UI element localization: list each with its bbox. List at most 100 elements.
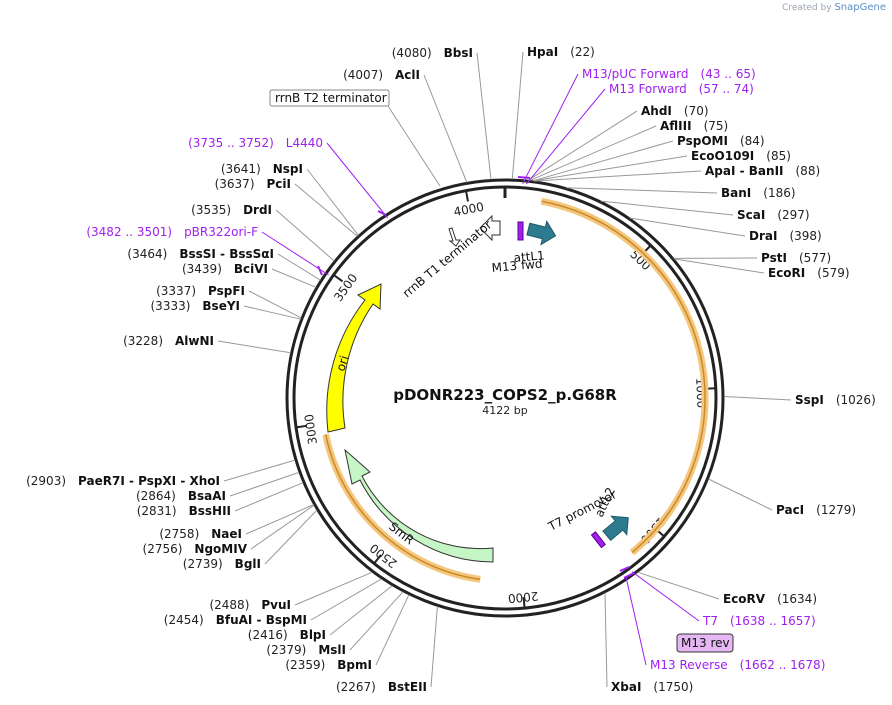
- site-text-hpai: HpaI(22): [527, 45, 595, 59]
- site-pos-bcivi: (3439): [182, 262, 222, 276]
- site-text-msli: (2379)MslI: [266, 643, 346, 657]
- site-name-pcii: PciI: [267, 177, 292, 191]
- site-text-ecori: EcoRI(579): [768, 266, 850, 280]
- site-name-bsteii: BstEII: [388, 680, 427, 694]
- site-name-psti: PstI: [761, 251, 787, 265]
- primer-label-l4440: (3735 .. 3752)L4440: [188, 136, 388, 219]
- site-name-afliii: AflIII: [660, 119, 692, 133]
- site-label-sspi: SspI (1026): [723, 393, 876, 407]
- insert-line-arc: [541, 200, 706, 554]
- attL2-feature-arrow: [602, 515, 629, 542]
- site-text-psti: PstI(577): [761, 251, 831, 265]
- site-pos-paci: (1279): [816, 503, 856, 517]
- site-label-nspi: (3641)NspI: [221, 162, 359, 236]
- site-text-drai: DraI(398): [749, 229, 822, 243]
- site-pos-bsssi-bsss-i: (3464): [127, 247, 167, 261]
- backbone-outer: [285, 178, 725, 618]
- site-pos-afliii: (75): [704, 119, 729, 133]
- primer-label-m13-forward: M13 Forward(57 .. 74): [525, 82, 754, 185]
- primer-mark-t7: [619, 566, 630, 572]
- site-text-ecoo109i: EcoO109I(85): [691, 149, 791, 163]
- leader-line-t7: [631, 571, 700, 622]
- site-text-acli: (4007)AclI: [343, 68, 420, 82]
- site-name-bpmi: BpmI: [337, 658, 372, 672]
- site-pos-naei: (2758): [159, 527, 199, 541]
- site-pos-bani: (186): [763, 186, 795, 200]
- smr-feature-arrow: [344, 448, 494, 563]
- site-name-bseyi: BseYI: [202, 299, 240, 313]
- attL1-label: attL1: [513, 248, 545, 265]
- site-text-paer7i-pspxi-xhoi: (2903)PaeR7I - PspXI - XhoI: [26, 474, 220, 488]
- site-pos-pcii: (3637): [215, 177, 255, 191]
- site-text-ahdi: AhdI(70): [641, 104, 709, 118]
- site-label-scai: ScaI (297): [600, 200, 810, 222]
- site-name-bbsi: BbsI: [444, 46, 473, 60]
- leader-line-l4440: [326, 142, 388, 219]
- plasmid-size: 4122 bp: [482, 404, 527, 417]
- site-label-bsshii: (2831) BssHII: [137, 482, 304, 518]
- site-text-bgli: (2739)BglI: [183, 557, 261, 571]
- leader-line-hpai: [511, 51, 524, 180]
- site-pos-pbr322ori-f: (3482 .. 3501): [86, 225, 172, 239]
- m13-rev-box: M13 rev: [676, 633, 734, 653]
- site-name-bsssi-bsss-i: BssSI - BssSαI: [179, 247, 274, 261]
- site-name-ecorv: EcoRV: [723, 592, 766, 606]
- site-pos-bsshii: (2831): [137, 504, 177, 518]
- site-text-m13-forward: M13 Forward(57 .. 74): [609, 82, 754, 96]
- attL1-feature-arrow: [526, 220, 557, 246]
- site-label-pcii: (3637) PciI: [215, 177, 358, 237]
- site-label-bseyi: (3333) BseYI: [151, 299, 301, 320]
- site-name-paci: PacI: [776, 503, 804, 517]
- leader-line-bfuai-bspmi: [310, 578, 382, 621]
- leader-line-sspi: [723, 396, 792, 401]
- leader-line-bsssi-bsss-i: [277, 253, 321, 281]
- primer-label-pbr322ori-f: (3482 .. 3501)pBR322ori-F: [86, 225, 329, 276]
- site-text-ngomiv: (2756)NgoMIV: [143, 542, 248, 556]
- site-name-scai: ScaI: [737, 208, 765, 222]
- site-name-apai-banii: ApaI - BanII: [705, 164, 784, 178]
- site-name-bsshii: BssHII: [189, 504, 231, 518]
- primer-mark-m13-puc: [517, 176, 531, 179]
- site-pos-bseyi: (3333): [151, 299, 191, 313]
- site-text-bpmi: (2359)BpmI: [285, 658, 372, 672]
- site-name-pspomi: PspOMI: [677, 134, 728, 148]
- snapgene-credit: Created by SnapGene: [782, 2, 886, 13]
- leader-line-pbr322ori-f: [261, 231, 329, 276]
- tick-mark-3000: [295, 424, 308, 429]
- site-name-ngomiv: NgoMIV: [194, 542, 247, 556]
- site-text-xbai: XbaI(1750): [611, 680, 693, 694]
- site-name-m13-forward: M13 Forward: [609, 82, 687, 96]
- leader-line-paer7i-pspxi-xhoi: [223, 459, 296, 482]
- leader-line-ecorv: [637, 571, 720, 600]
- site-name-sspi: SspI: [795, 393, 824, 407]
- site-pos-sspi: (1026): [836, 393, 876, 407]
- site-text-bsaai: (2864)BsaAI: [136, 489, 226, 503]
- site-text-bseyi: (3333) BseYI: [151, 299, 241, 313]
- primer-mark-pbr322: [317, 265, 323, 276]
- site-label-bani: BanI (186): [566, 186, 796, 200]
- site-label-ecorv: EcoRV(1634): [637, 571, 817, 606]
- site-text-bcivi: (3439)BciVI: [182, 262, 268, 276]
- site-name-ahdi: AhdI: [641, 104, 672, 118]
- primer-label-m13-reverse: M13 Reverse(1662 .. 1678): [625, 575, 825, 672]
- snapgene-brand: SnapGene: [834, 2, 886, 13]
- leader-line-scai: [600, 200, 734, 216]
- site-name-l4440: L4440: [286, 136, 323, 150]
- site-pos-nspi: (3641): [221, 162, 261, 176]
- site-pos-scai: (297): [777, 208, 809, 222]
- leader-line-bgli: [264, 509, 318, 565]
- site-label-ecoo109i: EcoO109I(85): [533, 149, 791, 182]
- plasmid-title: pDONR223_COPS2_p.G68R: [393, 386, 617, 404]
- leader-line-drai: [629, 217, 746, 237]
- site-pos-acli: (4007): [343, 68, 383, 82]
- site-label-pvui: (2488)PvuI: [209, 571, 373, 612]
- site-label-bsteii: (2267)BstEII: [336, 606, 438, 694]
- site-name-bani: BanI: [721, 186, 751, 200]
- site-name-pvui: PvuI: [261, 598, 291, 612]
- site-label-bsssi-bsss-i: (3464) BssSI - BssSαI: [127, 247, 321, 281]
- leader-line-ngomiv: [250, 504, 315, 550]
- rrnB-T2-box-label: rrnB T2 terminator: [275, 91, 387, 105]
- site-text-scai: ScaI (297): [737, 208, 810, 222]
- site-text-pvui: (2488)PvuI: [209, 598, 291, 612]
- site-label-blpi: (2416)BlpI: [248, 585, 393, 642]
